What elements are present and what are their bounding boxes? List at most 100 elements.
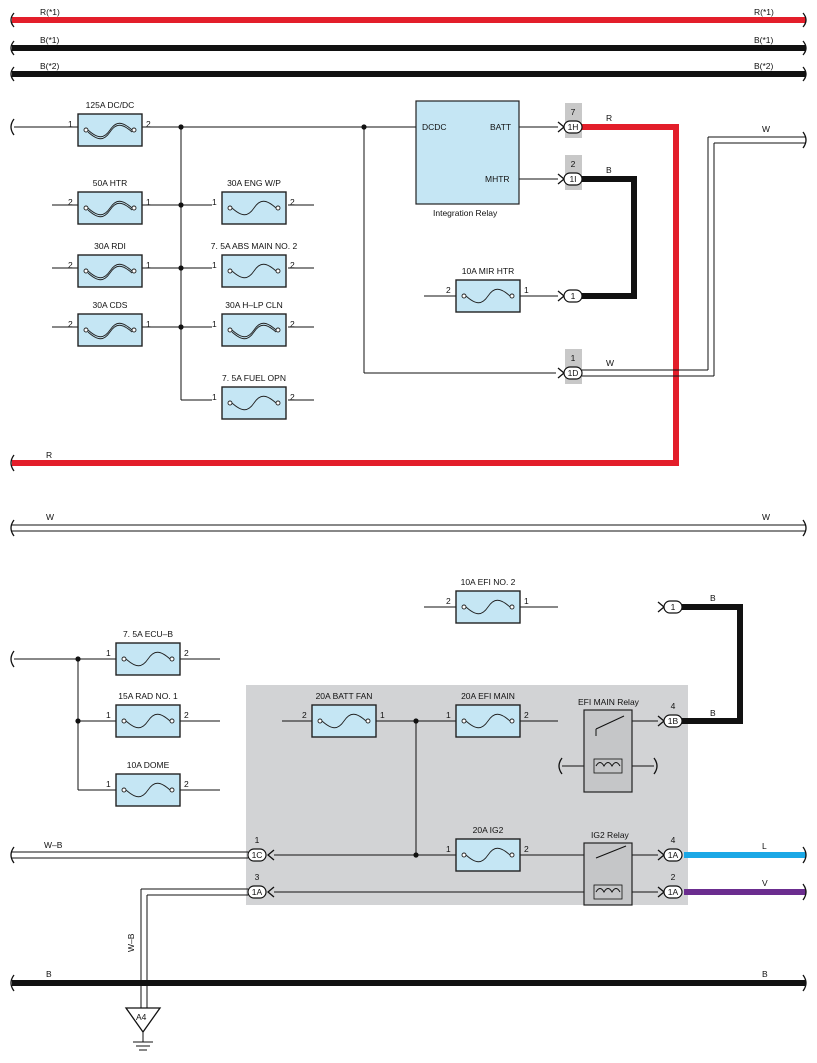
connector-c_efi2: 1 [657,600,683,614]
ig2-relay: IG2 Relay [583,830,633,906]
connector-c1a_v: 1A 2 [657,872,683,899]
fuse-hlpcln-pin2: 2 [290,319,295,329]
connector-c1b-id: 1B [668,716,679,726]
fuse-battfan-label: 20A BATT FAN [316,691,373,701]
connector-c1a_v-id: 1A [668,887,679,897]
fuse-absmain-pin1: 1 [212,260,217,270]
wire-efi2-label: B [710,593,716,603]
connector-c1d-pin: 1 [571,353,576,363]
fuse-engwp30: 30A ENG W/P 1 2 [212,178,295,225]
bus-b2-label-right: B(*2) [754,61,774,71]
connector-c1a_l-pin: 4 [671,835,676,845]
fuse-efimain-pin2: 2 [524,710,529,720]
bus-b-bottom-label-left: B [46,969,52,979]
connector-c1d-id: 1D [568,368,579,378]
fuse-battfan-pin1: 2 [302,710,307,720]
wire-l-label: L [762,841,767,851]
connector-c1i: 1I2 [557,155,583,190]
connector-c1h-id: 1H [568,122,579,132]
fuse-absmain-pin2: 2 [290,260,295,270]
fuse-htr50-label: 50A HTR [93,178,128,188]
connector-c1a_l: 1A4 [657,835,683,862]
fuse-ig2: 20A IG2 1 2 [446,825,529,872]
connector-c1i-pin: 2 [571,159,576,169]
bus-w-mid: W W [10,512,807,537]
fuse-efi2-label: 10A EFI NO. 2 [461,577,516,587]
fuse-hlpcln-pin1: 1 [212,319,217,329]
wire-l: L [684,841,807,864]
heavy-wire-b-1i: B [582,165,637,299]
fuse-cds30-pin2: 1 [146,319,151,329]
connector-c1a_top-pin: 3 [255,872,260,882]
fuse-ig2-label: 20A IG2 [473,825,504,835]
fuse-efi2-pin2: 1 [524,596,529,606]
connector-c1c: 1C 1 [247,835,275,862]
bus-r1: R(*1) R(*1) [10,7,807,28]
fuse-engwp30-pin2: 2 [290,197,295,207]
fuse-cds30-label: 30A CDS [93,300,128,310]
connector-c_efi2-id: 1 [671,602,676,612]
fuse-radno1-label: 15A RAD NO. 1 [118,691,178,701]
connector-c1c-id: 1C [252,850,263,860]
connector-c1b: 1B4 [657,701,683,728]
heavy-wire-r-1h: R R [10,113,679,472]
connector-c1h: 1H7 [557,103,583,138]
lower-wires: W–B W–B [10,606,658,1008]
upper-wires [10,118,558,401]
wire-w-top-label: W [762,124,770,134]
fuse-radno1-pin1: 1 [106,710,111,720]
efi-main-relay-label: EFI MAIN Relay [578,697,640,707]
fuse-radno1: 15A RAD NO. 1 1 2 [106,691,189,738]
integration-relay: DCDC BATT MHTR Integration Relay [415,100,520,218]
fuse-dome-pin1: 1 [106,779,111,789]
connector-c1c-pin: 1 [255,835,260,845]
wire-1b-label: B [710,708,716,718]
fuse-mirhtr-pin2: 1 [524,285,529,295]
fuse-rdi30-pin2: 1 [146,260,151,270]
fuse-ecub-pin1: 1 [106,648,111,658]
connector-c1: 1 [557,289,583,303]
fuse-mirhtr: 10A MIR HTR 2 1 [446,266,529,313]
fuse-dcdc125-label: 125A DC/DC [86,100,135,110]
fuse-mirhtr-pin1: 2 [446,285,451,295]
connector-c1a_v-pin: 2 [671,872,676,882]
fuse-engwp30-label: 30A ENG W/P [227,178,281,188]
fuse-efi2-pin1: 2 [446,596,451,606]
fuse-fuelopn-label: 7. 5A FUEL OPN [222,373,286,383]
fuse-htr50: 50A HTR 2 1 [68,178,151,225]
wire-wb-left-label: W–B [44,840,63,850]
fuse-battfan: 20A BATT FAN 2 1 [302,691,385,738]
bus-b2: B(*2) B(*2) [10,61,807,82]
fuse-ig2-pin2: 2 [524,844,529,854]
fuse-htr50-pin1: 2 [68,197,73,207]
fuse-mirhtr-label: 10A MIR HTR [462,266,514,276]
fuse-fuelopn-pin2: 2 [290,392,295,402]
wire-1d-label: W [606,358,614,368]
ground-wire-label: W–B [126,933,136,952]
fuse-battfan-pin2: 1 [380,710,385,720]
ig2-relay-label: IG2 Relay [591,830,630,840]
wire-v: V [684,878,807,901]
fuse-rdi30-pin1: 2 [68,260,73,270]
bus-r1-label-right: R(*1) [754,7,774,17]
wire-1i-label: B [606,165,612,175]
fuse-fuelopn-pin1: 1 [212,392,217,402]
fuse-absmain-label: 7. 5A ABS MAIN NO. 2 [211,241,298,251]
efi-main-relay: EFI MAIN Relay [578,697,640,793]
wire-v-label: V [762,878,768,888]
bus-r-bottom-label: R [46,450,52,460]
fuse-ig2-pin1: 1 [446,844,451,854]
fuse-absmain: 7. 5A ABS MAIN NO. 2 1 2 [211,241,298,288]
connector-c1a_top-id: 1A [252,887,263,897]
fuse-dcdc125-pin1: 1 [68,119,73,129]
fuse-rdi30-label: 30A RDI [94,241,126,251]
fuse-radno1-pin2: 2 [184,710,189,720]
bus-b-bottom-label-right: B [762,969,768,979]
fuse-engwp30-pin1: 1 [212,197,217,207]
fuse-ecub-label: 7. 5A ECU–B [123,629,173,639]
bus-w-label-left: W [46,512,54,522]
fuse-htr50-pin2: 1 [146,197,151,207]
